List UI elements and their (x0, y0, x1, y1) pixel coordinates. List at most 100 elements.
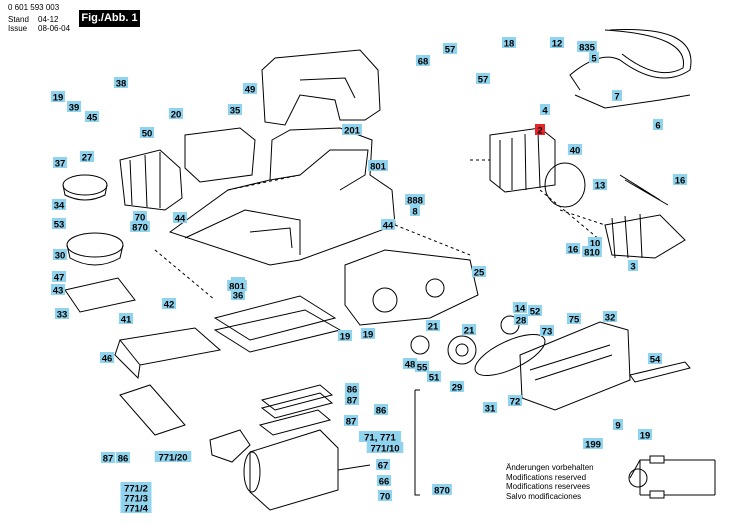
belt-outline (474, 334, 546, 376)
part-callout: 48 (402, 358, 418, 371)
callout-label: 771/2 (124, 484, 148, 495)
note-line: Modifications reserved (506, 472, 587, 482)
part-callout: 68 (415, 55, 431, 68)
wrench-outline (629, 361, 691, 383)
part-callout: 71, 771 (358, 431, 402, 444)
part-callout: 4 (540, 104, 550, 117)
callout-label: 29 (452, 383, 463, 394)
callout-label: 57 (478, 75, 489, 86)
callout-label: 4 (542, 106, 548, 117)
callout-label: 19 (363, 330, 374, 341)
callout-label: 70 (135, 213, 146, 224)
callout-label: 49 (245, 85, 256, 96)
callout-label: 47 (54, 273, 65, 284)
part-callout: 55 (414, 361, 430, 374)
knob-outline (62, 174, 108, 196)
part-callout: 801 (368, 160, 388, 173)
part-callout: 43 (50, 284, 66, 297)
callout-label: 6 (655, 121, 660, 132)
note-line: Salvo modificaciones (506, 491, 582, 501)
callout-label: 31 (485, 404, 496, 415)
note-line: Änderungen vorbehalten (506, 463, 594, 472)
callout-label: 67 (378, 461, 389, 472)
callout-label: 9 (615, 421, 620, 432)
part-callout: 21 (425, 320, 441, 333)
callout-label: 771/10 (370, 444, 399, 455)
callout-label: 810 (584, 248, 600, 259)
stand-date: 04-12 (38, 15, 59, 24)
part-callout: 87 (344, 394, 360, 407)
callout-label: 35 (230, 106, 241, 117)
callout-label: 870 (434, 486, 450, 497)
part-callout: 771/2 (120, 482, 152, 495)
part-callout: 6 (653, 119, 663, 132)
part-callout: 19 (50, 91, 66, 104)
part-callout: 771/3 (120, 492, 152, 505)
figure-label: Fig./Abb. 1 (79, 10, 140, 27)
part-callout: 41 (118, 313, 134, 326)
callout-label: 34 (54, 201, 65, 212)
part-callout: 19 (337, 330, 353, 343)
part-callout: 28 (513, 314, 529, 327)
callout-label: 771/4 (124, 504, 148, 515)
part-callout: 31 (482, 402, 498, 415)
callout-label: 72 (510, 397, 521, 408)
callout-label: 10 (590, 239, 601, 250)
notes-block: Änderungen vorbehalten Modifications res… (506, 463, 594, 501)
callout-label: 39 (69, 103, 80, 114)
callout-label: 43 (53, 286, 64, 297)
part-callout: 70 (377, 490, 393, 503)
callout-label: 44 (175, 214, 186, 225)
callout-label: 36 (233, 291, 244, 302)
callout-label: 19 (340, 332, 351, 343)
part-callout: 19 (360, 328, 376, 341)
callout-label: 19 (640, 431, 651, 442)
callout-label: 870 (132, 223, 148, 234)
part-callout: 870 (432, 484, 452, 497)
part-callout: 19 (637, 429, 653, 442)
callout-label: 32 (605, 313, 616, 324)
part-callout: 52 (527, 305, 543, 318)
circuit-diagram (629, 459, 716, 496)
callout-label: 20 (171, 110, 182, 121)
handle-outline (261, 49, 381, 126)
part-callout: 57 (475, 73, 491, 86)
part-callout: 771/20 (154, 451, 192, 464)
callout-label: 38 (116, 79, 127, 90)
part-callout: 40 (567, 144, 583, 157)
wheel-outline (66, 232, 124, 258)
callout-label: 14 (515, 304, 526, 315)
part-callout: 35 (227, 104, 243, 117)
part-callout: 5 (589, 52, 599, 65)
callout-label: 41 (121, 315, 132, 326)
part-callout: 47 (51, 271, 67, 284)
part-callout: 50 (139, 127, 155, 140)
switch-box-outline (184, 127, 256, 183)
part-callout: 13 (592, 179, 608, 192)
callout-label: 87 (103, 454, 114, 465)
part-callout: 36 (230, 289, 246, 302)
callout-label: 25 (474, 268, 485, 279)
callout-label: 50 (142, 129, 153, 140)
part-callout: 870 (130, 221, 150, 234)
callout-label: 68 (418, 57, 429, 68)
callout-label: 86 (376, 406, 387, 417)
part-callout: 10 (587, 237, 603, 250)
part-callout: 801 (227, 280, 247, 293)
callout-label: 5 (591, 54, 597, 65)
part-callout: 7 (612, 90, 622, 103)
callout-label: 835 (579, 43, 596, 54)
callout-label: 12 (552, 39, 563, 50)
callout-label: 86 (118, 454, 129, 465)
part-callout: 34 (51, 199, 67, 212)
gear-housing-outline (344, 249, 479, 326)
base-plate-outline (213, 295, 337, 341)
callout-label: 16 (568, 245, 579, 256)
callout-label: 801 (229, 282, 246, 293)
part-callout: 72 (507, 395, 523, 408)
part-callout: 8 (410, 205, 420, 218)
callout-label: 70 (380, 492, 391, 503)
part-callout: 201 (342, 124, 362, 137)
part-callout: 30 (52, 249, 68, 262)
part-callout: 16 (565, 243, 581, 256)
